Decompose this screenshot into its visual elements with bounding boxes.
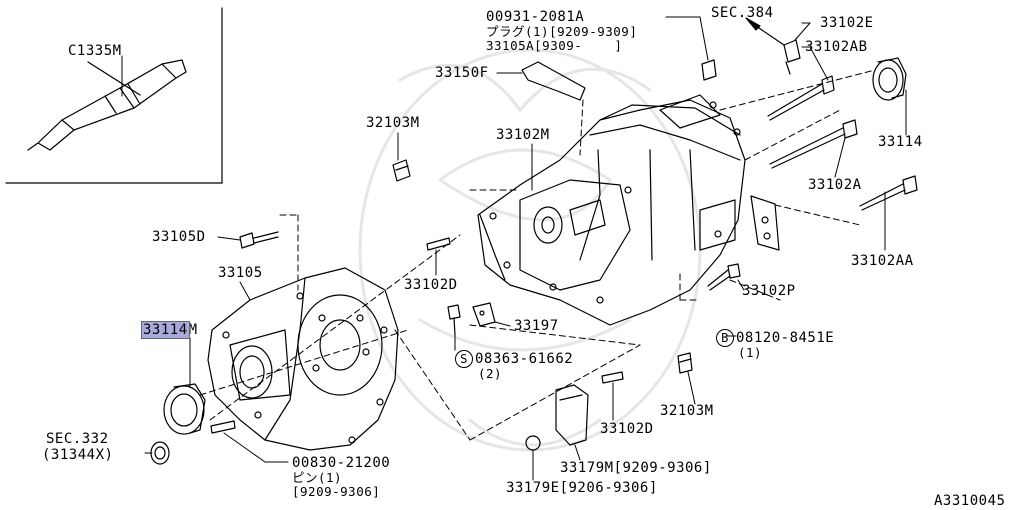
label-00931-2081a: 00931-2081A (486, 9, 585, 25)
sealant-tube-icon (27, 59, 187, 151)
bracket-33102p (750, 195, 780, 251)
label-33105a: 33105A[9309- ] (486, 38, 623, 53)
label-33105d: 33105D (152, 229, 206, 245)
label-00830-pin: ピン(1) (292, 470, 343, 485)
label-00931-plug: プラグ(1)[9209-9309] (486, 24, 638, 39)
bolt-33102p (707, 263, 741, 291)
label-sec332: SEC.332 (46, 431, 109, 447)
highlighted-part-33114[interactable]: 33114 (141, 321, 190, 339)
label-sec332-ref: (31344X) (42, 447, 114, 463)
label-33114m-suffix: M (188, 322, 198, 338)
label-33102aa: 33102AA (851, 253, 914, 269)
bracket-33150f (521, 61, 586, 101)
label-00830-21200: 00830-21200 (292, 455, 391, 471)
figure-code: A3310045 (934, 493, 1006, 509)
bolt-symbol-b: B (716, 329, 734, 347)
label-08120-qty: (1) (738, 345, 763, 360)
oil-seal-33114-right (872, 57, 907, 101)
washer-sec332 (150, 441, 170, 465)
leader-lines (121, 16, 907, 481)
label-33102ab: 33102AB (805, 39, 868, 55)
label-33102d-lower: 33102D (600, 421, 654, 437)
bolt-08363 (447, 304, 461, 336)
plug-00931 (701, 59, 717, 81)
dowel-33102d-upper (426, 237, 451, 251)
ball-33179e (525, 435, 541, 451)
label-08363-qty: (2) (478, 366, 503, 381)
label-32103m-bottom: 32103M (660, 403, 714, 419)
label-33197: 33197 (514, 318, 559, 334)
sealant-inset-box (5, 7, 223, 184)
gasket-33197 (472, 302, 496, 327)
label-32103m-top: 32103M (366, 115, 420, 131)
bolt-33102ab (767, 75, 835, 121)
bolt-33102aa (859, 175, 918, 211)
extension-housing-33105 (207, 267, 399, 451)
bolt-33102a (769, 119, 858, 169)
alignment-guides (199, 69, 876, 441)
breather-33102e (745, 17, 801, 75)
pin-00830 (210, 420, 236, 434)
label-33179e: 33179E[9206-9306] (506, 480, 658, 496)
label-33105: 33105 (218, 265, 263, 281)
plug-32103m-bottom (677, 352, 693, 374)
label-33114-right: 33114 (878, 134, 923, 150)
label-08363-text: 08363-61662 (475, 351, 574, 367)
oil-seal-33114-left (163, 383, 206, 435)
label-33150f: 33150F (435, 65, 489, 81)
plug-32103m-top (392, 159, 411, 182)
label-sec384: SEC.384 (711, 5, 774, 21)
label-00830-date: [9209-9306] (292, 484, 381, 499)
watermark-emblem (358, 48, 702, 452)
label-c1335m: C1335M (68, 43, 122, 59)
label-33114m: 33114M (141, 321, 198, 339)
label-33102d-upper: 33102D (404, 277, 458, 293)
label-33102a: 33102A (808, 177, 862, 193)
screw-symbol-s: S (455, 350, 473, 368)
label-33102e: 33102E (820, 15, 874, 31)
label-08120-text: 08120-8451E (736, 330, 835, 346)
dowel-33102d-lower (601, 371, 624, 384)
label-33102m: 33102M (496, 127, 550, 143)
bracket-33179m (555, 384, 589, 446)
label-33102p: 33102P (742, 283, 796, 299)
label-33179m: 33179M[9209-9306] (560, 460, 712, 476)
bolt-33105d (239, 231, 279, 249)
transmission-case-33102m (477, 94, 746, 326)
